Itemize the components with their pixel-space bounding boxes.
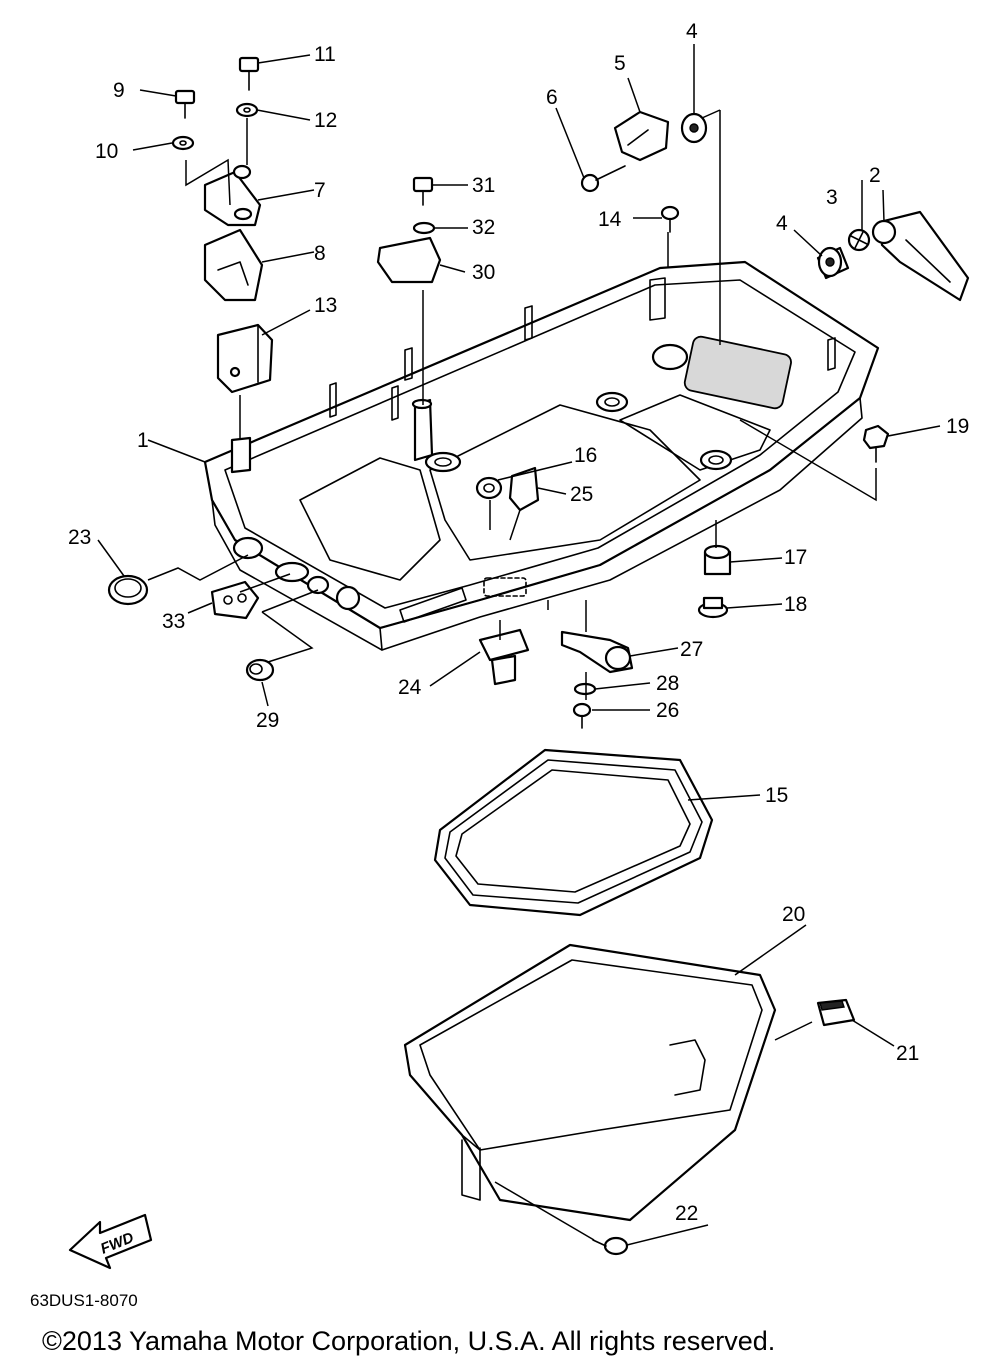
grommet-part-33 [210, 580, 260, 620]
callout-1: 1 [137, 429, 149, 452]
cushion-part-30 [376, 236, 442, 284]
callout-17: 17 [784, 546, 807, 569]
bolt-part-6 [580, 165, 626, 193]
grommet-part-17 [703, 544, 732, 576]
lever-part-2 [871, 210, 970, 302]
fwd-arrow-icon: FWD [68, 1213, 153, 1270]
washer-part-28 [573, 682, 597, 696]
callout-11: 11 [314, 43, 336, 66]
callout-14: 14 [598, 208, 622, 231]
callout-4-right: 4 [776, 212, 788, 235]
washer-part-32 [412, 221, 436, 235]
lower-cover-part-20 [403, 943, 777, 1222]
grommet-part-18 [697, 596, 729, 619]
drain-part-24 [478, 628, 530, 686]
screw-part-22 [592, 1236, 629, 1256]
bracket-part-25 [508, 466, 540, 512]
callout-25: 25 [570, 483, 593, 506]
callout-24: 24 [398, 676, 422, 699]
washer-part-10 [171, 135, 195, 151]
callout-8: 8 [314, 242, 326, 265]
callout-32: 32 [472, 216, 495, 239]
callout-20: 20 [782, 903, 805, 926]
plate-part-8 [203, 228, 264, 302]
leader-lines [97, 44, 941, 1246]
bracket-part-5 [613, 110, 670, 162]
clamp-part-27 [560, 630, 634, 674]
bolt-part-9 [174, 89, 196, 119]
grommet-part-16 [475, 476, 503, 500]
bolt-part-11 [238, 56, 260, 91]
washer-part-3 [847, 228, 871, 252]
clip-part-21 [816, 998, 856, 1027]
callout-16: 16 [574, 444, 597, 467]
callout-13: 13 [314, 294, 337, 317]
callout-22: 22 [675, 1202, 698, 1225]
seal-part-15 [433, 748, 714, 917]
callout-31: 31 [472, 174, 495, 197]
bottom-cowling-part-1 [203, 260, 880, 651]
screw-part-26 [572, 702, 592, 729]
plug-part-23 [107, 574, 149, 606]
copyright-notice: ©2013 Yamaha Motor Corporation, U.S.A. A… [42, 1326, 775, 1356]
callout-9: 9 [113, 79, 125, 102]
callout-6: 6 [546, 86, 558, 109]
callout-4-top: 4 [686, 20, 698, 43]
diagram-code: 63DUS1-8070 [30, 1291, 138, 1310]
bushing-part-4-top [680, 112, 708, 144]
callout-29: 29 [256, 709, 279, 732]
callout-15: 15 [765, 784, 788, 807]
callout-18: 18 [784, 593, 807, 616]
callout-2: 2 [869, 164, 881, 187]
callout-labels: 1 2 3 4 4 5 6 7 8 9 10 11 12 13 14 15 16… [68, 20, 969, 1225]
washer-part-12 [235, 102, 259, 118]
callout-23: 23 [68, 526, 91, 549]
callout-12: 12 [314, 109, 337, 132]
callout-19: 19 [946, 415, 969, 438]
callout-3: 3 [826, 186, 838, 209]
callout-26: 26 [656, 699, 679, 722]
bushing-part-4-right [816, 246, 850, 280]
callout-21: 21 [896, 1042, 919, 1065]
callout-33: 33 [162, 610, 185, 633]
bolt-part-14 [660, 205, 680, 233]
callout-5: 5 [614, 52, 626, 75]
bolt-part-31 [412, 176, 434, 206]
bolt-part-19 [862, 424, 890, 463]
grommet-part-29 [245, 658, 275, 682]
callout-30: 30 [472, 261, 495, 284]
block-part-13 [216, 323, 274, 394]
callout-27: 27 [680, 638, 703, 661]
callout-10: 10 [95, 140, 118, 163]
callout-28: 28 [656, 672, 679, 695]
callout-7: 7 [314, 179, 326, 202]
holder-part-7 [203, 164, 262, 227]
